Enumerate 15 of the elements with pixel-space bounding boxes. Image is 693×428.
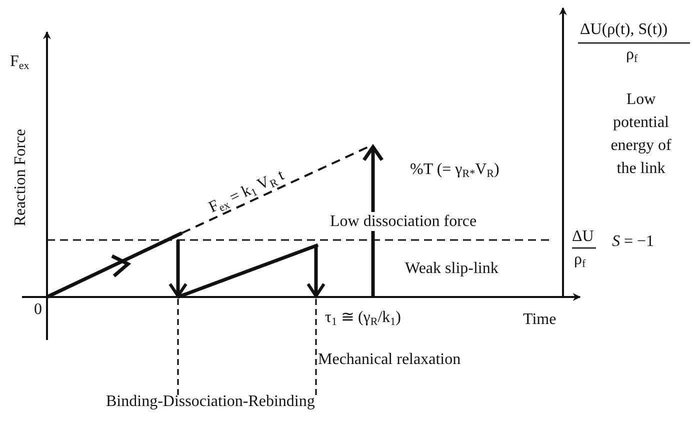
- axis-label: F$_{ex}$: [10, 52, 30, 71]
- time-formula: τ$_{1}$ ≅ (γ$_{R}$/k$_{1}$): [325, 308, 401, 327]
- threshold-label: Low dissociation force: [330, 212, 477, 231]
- region-label: Weak slip-link: [405, 259, 498, 278]
- energy-note: Low potential energy of the link: [610, 90, 672, 179]
- event-label: Binding-Dissociation-Rebinding: [106, 392, 315, 411]
- state-formula: S = −1: [612, 232, 654, 251]
- axis-label: Reaction Force: [11, 128, 30, 226]
- energy-formula: ρ$_{f}$: [574, 250, 586, 269]
- event-label: Mechanical relaxation: [318, 350, 461, 369]
- tension-formula: %T (= γ$_{R*}$V$_{R}$): [410, 160, 500, 179]
- energy-formula: ρ$_{f}$: [626, 45, 638, 64]
- energy-formula: ΔU: [572, 227, 594, 246]
- axis-label: Time: [523, 310, 556, 329]
- energy-formula: ΔU(ρ(t), S(t)): [580, 20, 668, 39]
